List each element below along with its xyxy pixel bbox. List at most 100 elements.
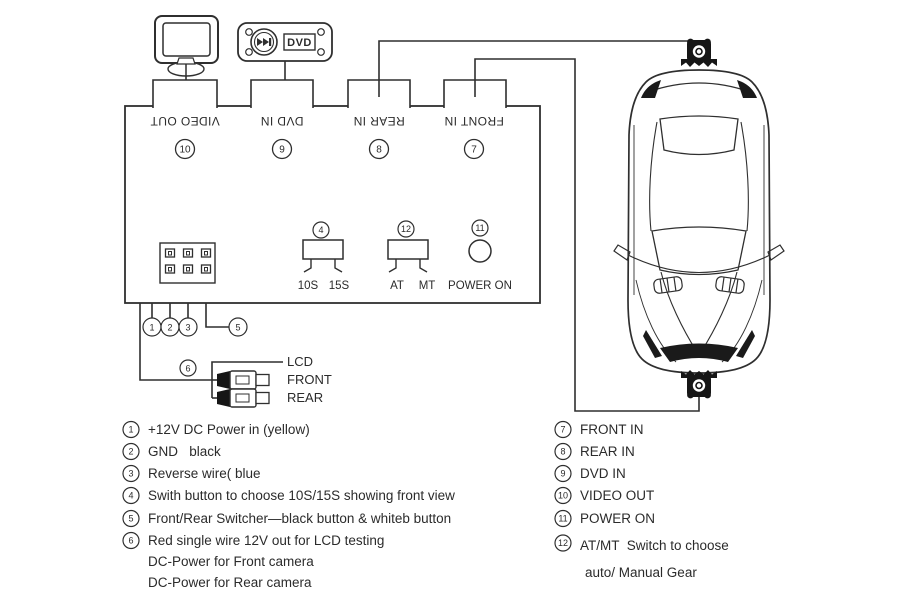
- delay-switch-num: 4: [318, 225, 323, 235]
- circle-8: [368, 138, 390, 160]
- legend-circle: [122, 420, 140, 439]
- output-label-front: FRONT: [287, 372, 332, 387]
- legend-text: GND black: [148, 444, 221, 459]
- legend-num: 8: [560, 447, 565, 457]
- car-trunk-line: [647, 82, 751, 93]
- power-button[interactable]: [468, 239, 492, 263]
- pin-notch: [168, 267, 172, 272]
- car-front-bumper-shadow: [660, 343, 738, 362]
- port-labels: VIDEO OUT DVD IN REAR IN FRONT IN: [150, 114, 504, 128]
- circle-7: [463, 138, 485, 160]
- legend-circle: [122, 509, 140, 528]
- wire-num-1: 1: [149, 323, 154, 333]
- gear-switch-legs: [388, 259, 428, 273]
- legend-cont-text: DC-Power for Front camera: [148, 554, 314, 569]
- car-hood-crease-right: [700, 271, 738, 353]
- circle-6: [179, 359, 197, 377]
- legend-num: 12: [558, 538, 568, 548]
- car-hood-crease-left: [660, 271, 698, 353]
- circle-3: [178, 317, 198, 337]
- dvd-knob-outer: [250, 28, 278, 56]
- legend-text: Red single wire 12V out for LCD testing: [148, 533, 384, 548]
- car-rear-quarter-window-right: [737, 80, 757, 98]
- legend-num: 7: [560, 425, 565, 435]
- legend-cont-text: DC-Power for Rear camera: [148, 575, 312, 590]
- legend-num: 6: [128, 536, 133, 546]
- legend-text: +12V DC Power in (yellow): [148, 422, 310, 437]
- legend-item: 8 REAR IN: [554, 442, 635, 461]
- power-control: 11 POWER ON: [448, 219, 512, 292]
- gear-switch-opt1-label: AT: [390, 280, 404, 292]
- port-label-dvd-in: DVD IN: [260, 114, 303, 128]
- output-label-rear: REAR: [287, 390, 323, 405]
- car-grille-left: [653, 276, 683, 294]
- dvd-badge: [283, 33, 316, 51]
- circle-10: [174, 138, 196, 160]
- legend-item: 10 VIDEO OUT: [554, 486, 654, 505]
- front-camera-icon: [680, 369, 718, 400]
- legend-circle: [554, 534, 572, 552]
- pin-notch: [168, 251, 172, 256]
- pin-contacts: [164, 248, 212, 274]
- port-label-video-out: VIDEO OUT: [150, 114, 220, 128]
- monitor-icon: [154, 15, 219, 77]
- screw-icon: [245, 28, 253, 36]
- rear-camera-icon: [680, 37, 718, 68]
- car-top-view: [613, 69, 785, 374]
- screw-icon: [317, 28, 325, 36]
- legend-item: 1 +12V DC Power in (yellow): [122, 420, 310, 439]
- plug-cable-end: [217, 371, 230, 389]
- dvd-knob-inner: [253, 31, 275, 53]
- circle-5: [228, 317, 248, 337]
- legend-circle: [554, 486, 572, 505]
- legend-text: Reverse wire( blue: [148, 466, 261, 481]
- legend-text: DVD IN: [580, 466, 626, 481]
- legend-circle: [122, 486, 140, 505]
- monitor-screen: [162, 22, 211, 57]
- wire6-branch-bracket: [211, 361, 283, 398]
- legend-num: 1: [128, 425, 133, 435]
- dvd-badge-label: DVD: [287, 37, 312, 49]
- legend-circle: [122, 464, 140, 483]
- legend-text: REAR IN: [580, 444, 635, 459]
- legend-circle: [554, 442, 572, 461]
- legend-num: 10: [558, 491, 568, 501]
- plug-barrel-window: [235, 393, 250, 403]
- delay-switch-opt1-label: 10S: [298, 280, 319, 292]
- legend-item: 2 GND black: [122, 442, 221, 461]
- car-grille-right: [715, 276, 745, 294]
- screw-icon: [245, 48, 253, 56]
- circle-12: [397, 220, 415, 238]
- pin-notch: [186, 267, 190, 272]
- gear-switch-opt2-label: MT: [419, 280, 436, 292]
- wire-num-3: 3: [185, 323, 190, 333]
- port-num-front-in: 7: [471, 145, 477, 156]
- legend-num: 3: [128, 469, 133, 479]
- wire-num-2: 2: [167, 323, 172, 333]
- legend-num: 9: [560, 469, 565, 479]
- legend-cont-text: auto/ Manual Gear: [585, 565, 697, 580]
- legend-text: POWER ON: [580, 511, 655, 526]
- plug-barrel-window: [235, 375, 250, 385]
- stub-cable-tails: [378, 80, 476, 97]
- port-numbers: [174, 138, 485, 160]
- legend-circle: [554, 420, 572, 439]
- wire-number-circles: 1 2 3 5 6: [142, 317, 248, 377]
- delay-switch-body[interactable]: [302, 239, 344, 260]
- car-cowl-line: [627, 254, 771, 273]
- legend-circle: [122, 531, 140, 550]
- legend-text: Front/Rear Switcher—black button & white…: [148, 511, 451, 526]
- gear-switch-num: 12: [401, 224, 411, 234]
- car-mirror-right: [767, 244, 785, 261]
- car-front-corner-right: [736, 330, 755, 358]
- plug-tip: [255, 391, 270, 405]
- car-windshield: [651, 226, 747, 276]
- delay-switch-legs: [303, 259, 343, 273]
- gear-switch-body[interactable]: [387, 239, 429, 260]
- car-roof-rail-left: [649, 121, 658, 232]
- top-connector-stubs: [152, 79, 507, 108]
- car-rear-quarter-window-left: [641, 80, 661, 98]
- screw-icon: [317, 48, 325, 56]
- legend-right: 7 FRONT IN 8 REAR IN 9 DVD IN 10 VIDEO O…: [554, 420, 729, 580]
